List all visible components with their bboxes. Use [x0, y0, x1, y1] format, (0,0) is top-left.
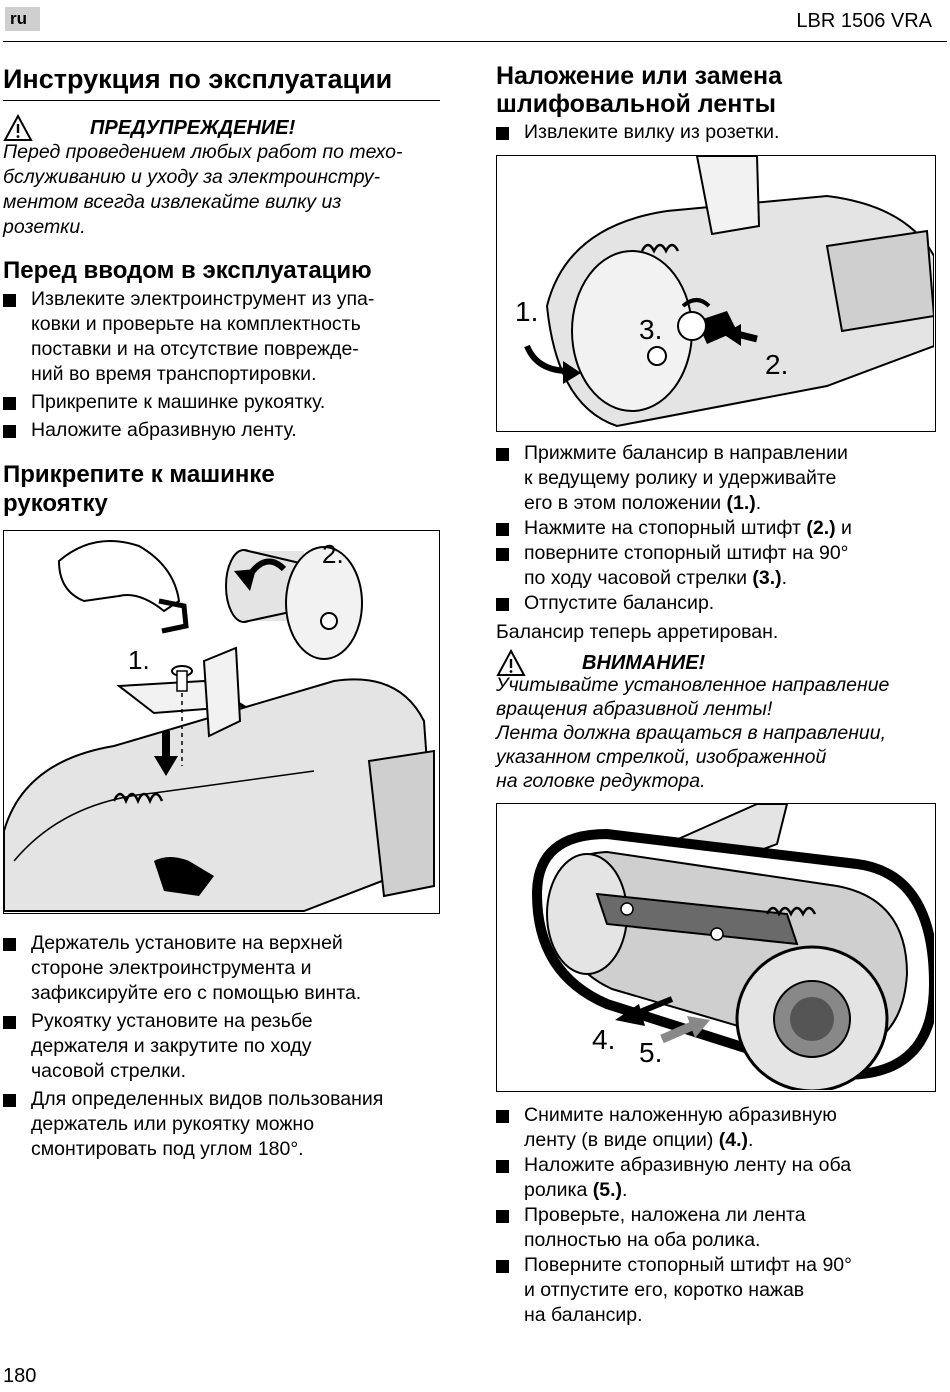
balancer-lock-illustration: 1. 2. 3. [515, 156, 934, 428]
header-rule [3, 41, 947, 42]
unplug-list: Извлеките вилку из розетки. [496, 120, 936, 145]
list-item: Для определенных видов пользования держа… [3, 1087, 440, 1162]
section-heading-attach-handle: Прикрепите к машинке рукоятку [3, 461, 275, 517]
lock-steps-list: Прижмите балансир в направлении к ведуще… [496, 441, 936, 616]
warning-text: Перед проведением любых работ по техо- б… [3, 141, 403, 238]
figure-lock-balancer: 1. 2. 3. [496, 155, 936, 432]
figure-label-3: 3. [639, 314, 662, 345]
figure-label-4: 4. [592, 1024, 615, 1055]
left-column: Инструкция по эксплуатации ПРЕДУПРЕЖДЕНИ… [3, 62, 440, 1162]
figure-label-2: 2. [765, 349, 788, 380]
page-number: 180 [3, 1365, 37, 1387]
caution-text: Учитывайте установленное направление вра… [496, 674, 890, 792]
warning-label: ПРЕДУПРЕЖДЕНИЕ! [90, 116, 296, 139]
list-item: Извлеките вилку из розетки. [496, 120, 936, 145]
list-item: Рукоятку установите на резьбе держателя … [3, 1009, 440, 1084]
list-item: Отпустите балансир. [496, 591, 936, 616]
figure-label-1: 1. [128, 645, 150, 675]
list-item: Наложите абразивную ленту. [3, 418, 440, 443]
figure-label-1: 1. [515, 296, 538, 327]
list-item: Прикрепите к машинке рукоятку. [3, 390, 440, 415]
figure-attach-handle: 1. 2. [3, 530, 440, 914]
list-item: Снимите наложенную абразивную ленту (в в… [496, 1103, 936, 1153]
list-item: Наложите абразивную ленту на оба ролика … [496, 1153, 936, 1203]
figure-belt-change: 4. 5. [496, 803, 936, 1092]
balancer-note: Балансир теперь арретирован. [496, 621, 779, 643]
before-use-list: Извлеките электроинструмент из упа- ковк… [3, 287, 440, 443]
list-item: Проверьте, наложена ли лента полностью н… [496, 1203, 936, 1253]
list-item: Нажмите на стопорный штифт (2.) и [496, 516, 936, 541]
model-name: LBR 1506 VRA [796, 10, 932, 32]
handle-mounting-illustration: 1. 2. [4, 539, 436, 912]
language-badge: ru [5, 7, 40, 31]
figure-label-5: 5. [639, 1037, 662, 1068]
list-item: поверните стопорный штифт на 90° по ходу… [496, 541, 936, 591]
list-item: Держатель установите на верхней стороне … [3, 931, 440, 1006]
page-title: Инструкция по эксплуатации [3, 62, 440, 101]
list-item: Извлеките электроинструмент из упа- ковк… [3, 287, 440, 387]
caution-block: ВНИМАНИЕ! Учитывайте установленное напра… [496, 648, 936, 793]
figure-label-2: 2. [322, 539, 344, 569]
section-heading-belt-replacement: Наложение или замена шлифовальной ленты [496, 62, 783, 118]
attach-handle-list: Держатель установите на верхней стороне … [3, 931, 440, 1162]
right-column: Наложение или замена шлифовальной ленты … [496, 62, 936, 1328]
warning-block: ПРЕДУПРЕЖДЕНИЕ! Перед проведением любых … [3, 113, 440, 240]
list-item: Прижмите балансир в направлении к ведуще… [496, 441, 936, 516]
belt-change-illustration: 4. 5. [531, 804, 934, 1090]
belt-change-list: Снимите наложенную абразивную ленту (в в… [496, 1103, 936, 1328]
warning-triangle-icon [496, 649, 526, 676]
warning-triangle-icon [3, 114, 33, 141]
section-heading-before-use: Перед вводом в эксплуатацию [3, 257, 372, 284]
list-item: Поверните стопорный штифт на 90° и отпус… [496, 1253, 936, 1328]
caution-label: ВНИМАНИЕ! [582, 651, 706, 674]
